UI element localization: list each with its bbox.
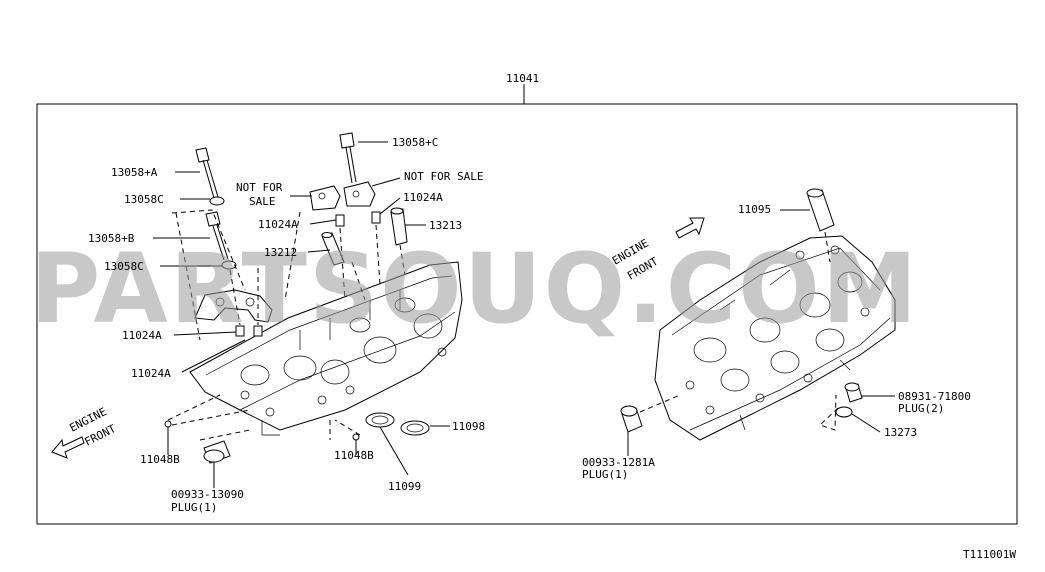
- washer-13058c-a: [209, 196, 225, 206]
- label-dowel-11024a-1: 11024A: [122, 329, 162, 342]
- label-dowel-11024a-top-left: 11024A: [258, 218, 298, 231]
- leader-lines: [153, 141, 895, 488]
- left-cam-bracket: [194, 289, 273, 323]
- pin-11048b-1: [164, 420, 172, 428]
- right-alignment-dashes: [639, 394, 839, 431]
- bolt-13058a: [195, 147, 219, 199]
- plug-00933-13090: [203, 440, 231, 464]
- seal-11098: [400, 420, 430, 436]
- label-washer-13058c-b: 13058C: [104, 260, 144, 273]
- diagram-frame: [36, 103, 1018, 525]
- label-bolt-13058a: 13058+A: [111, 166, 158, 179]
- label-pin-11048b-1: 11048B: [140, 453, 180, 466]
- figure-code-label: T111001W: [963, 548, 1016, 561]
- dowel-11024a-left-2: [253, 325, 263, 337]
- bolt-13058c: [339, 132, 357, 184]
- pin-11048b-2: [352, 433, 360, 441]
- label-not-for-sale-right: NOT FOR SALE: [404, 170, 483, 183]
- label-seal-11099: 11099: [388, 480, 421, 493]
- seal-11099: [365, 412, 395, 428]
- label-bolt-13058c: 13058+C: [392, 136, 438, 149]
- label-washer-13273: 13273: [884, 426, 917, 439]
- label-dowel-11024a-top-right: 11024A: [403, 191, 443, 204]
- label-not-for-sale-left-1: NOT FOR: [236, 181, 283, 194]
- label-plug-00933-1281a: 00933-1281A: [582, 456, 655, 469]
- dowel-11024a-left-1: [235, 325, 245, 337]
- cam-cap-not-for-sale-left: [309, 185, 341, 211]
- label-guide-13213: 13213: [429, 219, 462, 232]
- guide-13213: [390, 207, 408, 246]
- label-plug-00933-13090: 00933-13090: [171, 488, 244, 501]
- label-plug-qty-right-left: PLUG(1): [582, 468, 628, 481]
- label-plug-qty-right-right: PLUG(2): [898, 402, 944, 415]
- engine-front-arrow-right: [675, 217, 705, 239]
- left-alignment-dashes: [167, 209, 361, 441]
- label-not-for-sale-left-2: SALE: [249, 195, 276, 208]
- assembly-number-label: 11041: [506, 72, 539, 85]
- tube-11095: [806, 188, 835, 232]
- label-plug-qty-left: PLUG(1): [171, 501, 217, 514]
- left-cylinder-head: [189, 261, 463, 436]
- label-bolt-13058b: 13058+B: [88, 232, 135, 245]
- washer-13273: [835, 406, 853, 418]
- right-cylinder-head: [654, 235, 896, 441]
- label-dowel-11024a-2: 11024A: [131, 367, 171, 380]
- watermark-text: PARTSOUQ.COM: [30, 233, 919, 345]
- bolt-13058b: [205, 211, 229, 261]
- washer-13058c-b: [221, 260, 237, 270]
- dowel-11024a-top-right: [371, 211, 381, 224]
- label-pin-11048b-2: 11048B: [334, 449, 374, 462]
- cam-cap-not-for-sale-right: [343, 181, 376, 207]
- guide-13212: [321, 232, 345, 266]
- engine-front-arrow-left: [51, 436, 85, 459]
- label-guide-13212: 13212: [264, 246, 297, 259]
- label-washer-13058c-a: 13058C: [124, 193, 164, 206]
- label-plug-08931-71800: 08931-71800: [898, 390, 971, 403]
- label-tube-11095: 11095: [738, 203, 771, 216]
- label-seal-11098: 11098: [452, 420, 485, 433]
- dowel-11024a-top-left: [335, 214, 345, 227]
- plug-08931-71800: [844, 382, 863, 403]
- top-alignment-dashes: [284, 211, 406, 301]
- plug-00933-1281a: [620, 405, 643, 433]
